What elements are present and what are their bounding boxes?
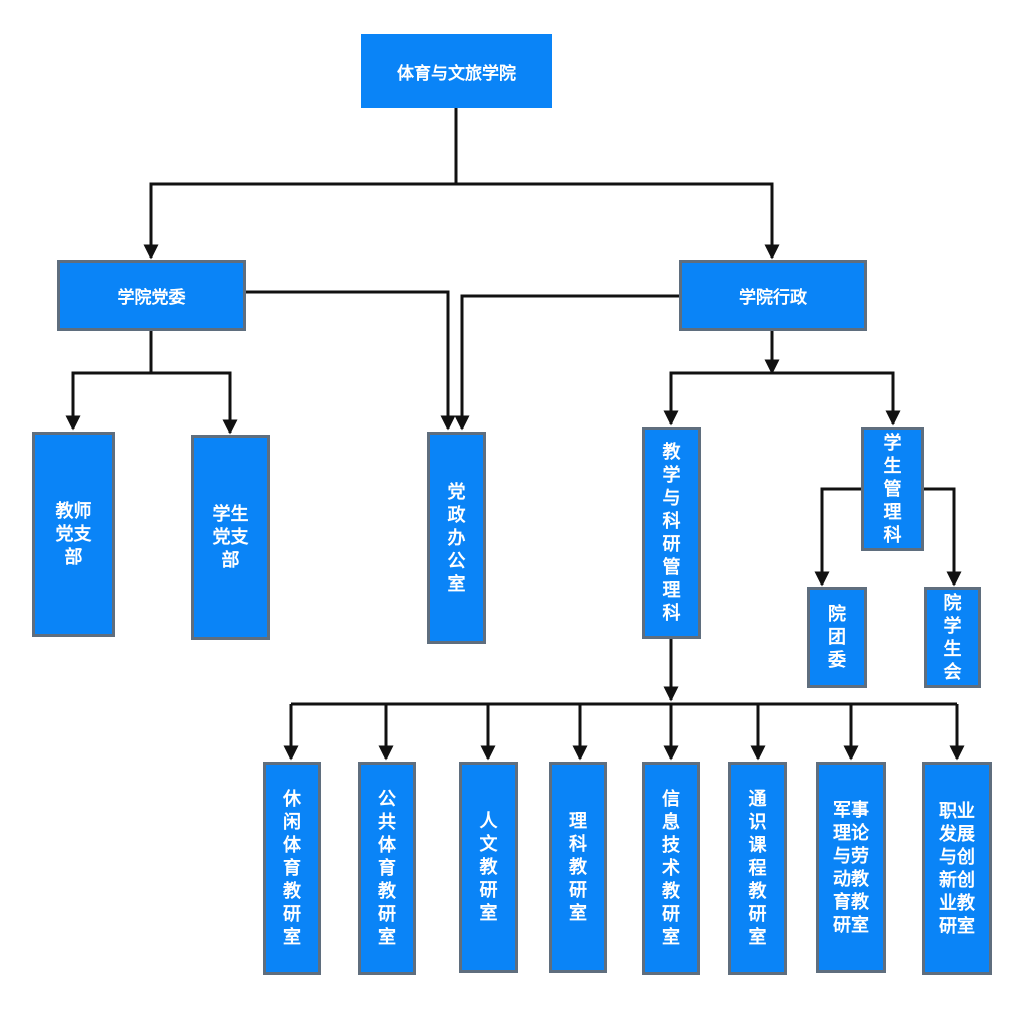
connector-admin-to-teaching: [663, 371, 772, 426]
node-youth-league: 院 团 委: [807, 587, 867, 688]
node-it: 信 息 技 术 教 研 室: [642, 762, 700, 975]
node-party-committee-label: 学院党委: [117, 288, 186, 308]
node-science: 理 科 教 研 室: [549, 762, 607, 973]
node-career-innovation-label: 职业 发展 与创 新创 业教 研室: [939, 800, 975, 937]
node-party-committee: 学院党委: [57, 260, 246, 331]
node-military-labor: 军事 理论 与劳 动教 育教 研室: [816, 762, 886, 973]
node-humanities: 人 文 教 研 室: [459, 762, 518, 973]
node-leisure-sports-label: 休 闲 体 育 教 研 室: [283, 789, 301, 948]
node-student-branch: 学生 党支 部: [191, 435, 270, 640]
node-general-courses: 通 识 课 程 教 研 室: [728, 762, 787, 975]
node-administration: 学院行政: [679, 260, 867, 331]
node-public-sports: 公 共 体 育 教 研 室: [358, 762, 416, 975]
node-general-courses-label: 通 识 课 程 教 研 室: [748, 789, 767, 948]
connector-affairs-to-league: [814, 487, 861, 587]
node-student-union-label: 院 学 生 会: [943, 592, 962, 683]
connector-party-to-teacher: [65, 371, 151, 431]
connector-college-to-party: [143, 182, 456, 260]
connector-college-to-admin: [456, 182, 780, 260]
node-it-label: 信 息 技 术 教 研 室: [662, 789, 680, 948]
connector-party-to-student: [151, 371, 238, 435]
node-teaching-research-label: 教 学 与 科 研 管 理 科: [662, 442, 681, 624]
connector-affairs-to-union: [924, 487, 962, 587]
node-teaching-research: 教 学 与 科 研 管 理 科: [642, 427, 701, 639]
node-career-innovation: 职业 发展 与创 新创 业教 研室: [922, 762, 992, 975]
node-college: 体育与文旅学院: [361, 34, 552, 108]
node-student-affairs: 学 生 管 理 科: [861, 427, 924, 551]
node-public-sports-label: 公 共 体 育 教 研 室: [378, 789, 396, 948]
node-humanities-label: 人 文 教 研 室: [479, 811, 498, 924]
node-leisure-sports: 休 闲 体 育 教 研 室: [263, 762, 321, 975]
node-teacher-branch: 教师 党支 部: [32, 432, 115, 637]
node-administration-label: 学院行政: [739, 288, 807, 308]
connector-admin-to-affairs: [772, 371, 901, 426]
node-office: 党 政 办 公 室: [427, 432, 486, 644]
node-student-union: 院 学 生 会: [924, 587, 981, 688]
node-college-label: 体育与文旅学院: [397, 63, 516, 84]
node-science-label: 理 科 教 研 室: [569, 811, 587, 924]
node-youth-league-label: 院 团 委: [828, 604, 846, 671]
node-student-affairs-label: 学 生 管 理 科: [883, 432, 902, 546]
connector-admin-to-office: [454, 294, 680, 431]
node-student-branch-label: 学生 党支 部: [212, 504, 249, 571]
node-military-labor-label: 军事 理论 与劳 动教 育教 研室: [833, 799, 869, 936]
node-teacher-branch-label: 教师 党支 部: [55, 501, 92, 568]
node-office-label: 党 政 办 公 室: [447, 481, 466, 595]
connector-party-to-office: [245, 290, 456, 431]
